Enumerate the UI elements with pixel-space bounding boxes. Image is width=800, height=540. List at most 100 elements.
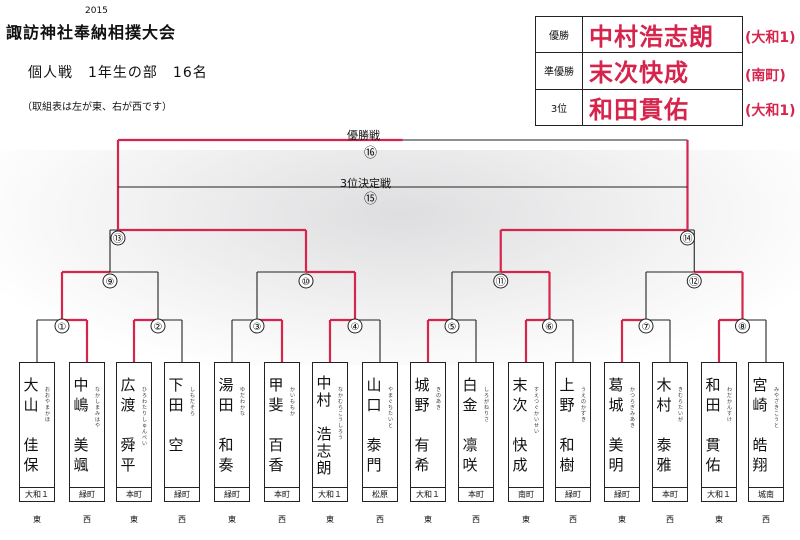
player-side: 西 (762, 515, 770, 524)
player-name: 末次 快成 (512, 376, 528, 474)
player-box: 末次 快成すえつぐかいせい南町 (508, 362, 544, 502)
player-school: 緑町 (605, 487, 639, 501)
player-name: 中嶋 美颯 (73, 376, 89, 474)
player-school: 緑町 (215, 487, 249, 501)
runnerup-school: (南町) (745, 68, 786, 84)
player-side: 西 (178, 515, 186, 524)
player-furigana: きのあき (436, 387, 442, 411)
player-furigana: おおやまかほ (45, 387, 51, 423)
match-number-8: ⑧ (735, 318, 750, 334)
player-school: 大和１ (411, 487, 445, 501)
match-number-9: ⑨ (102, 273, 118, 289)
match-number-4: ④ (347, 318, 363, 334)
match-number-13: ⑬ (110, 230, 126, 246)
player-side: 東 (228, 515, 236, 524)
player-side: 西 (666, 515, 674, 524)
player-side: 東 (522, 515, 530, 524)
third-name: 和田貫佑 (582, 88, 743, 127)
player-furigana: きむらたいが (678, 387, 684, 423)
player-box: 白金 凛咲しろがねりさ本町 (458, 362, 494, 502)
player-furigana: しもだそら (190, 387, 196, 417)
winner-name: 中村浩志朗 (582, 15, 743, 54)
third-school: (大和1) (745, 103, 796, 119)
player-box: 葛城 美明かつらぎみあき緑町 (604, 362, 640, 502)
player-name: 甲斐 百香 (268, 376, 284, 474)
player-name: 上野 和樹 (559, 376, 575, 474)
svg-text:⑦: ⑦ (642, 322, 651, 333)
player-school: 本町 (459, 487, 493, 501)
player-school: 本町 (265, 487, 299, 501)
third-place-match-number: ⑮ (364, 192, 378, 207)
player-school: 本町 (117, 487, 151, 501)
rank-label: 3位 (535, 88, 583, 127)
runnerup-name: 末次快成 (582, 52, 743, 90)
player-name: 木村 泰雅 (656, 376, 672, 474)
svg-text:⑭: ⑭ (683, 233, 693, 245)
svg-text:⑨: ⑨ (106, 277, 115, 288)
match-number-3: ③ (249, 318, 265, 334)
player-side: 東 (326, 515, 334, 524)
player-school: 緑町 (70, 487, 104, 501)
svg-text:⑬: ⑬ (113, 233, 123, 245)
final-label: 優勝戦 (347, 129, 380, 142)
svg-text:⑥: ⑥ (545, 322, 554, 333)
player-box: 宮崎 皓翔みやざきこうと城南 (748, 362, 784, 502)
results-row-3rd: 3位 和田貫佑 (535, 88, 743, 127)
player-box: 中嶋 美颯なかしまみはや緑町 (69, 362, 105, 502)
player-school: 緑町 (165, 487, 199, 501)
final-match-number: ⑯ (364, 146, 378, 161)
player-name: 下田 空 (168, 376, 184, 454)
year-label: 2015 (85, 6, 108, 16)
player-name: 白金 凛咲 (462, 376, 478, 474)
player-side: 西 (83, 515, 91, 524)
player-furigana: みやざきこうと (774, 387, 780, 429)
player-box: 広渡 舜平ひろわたりしゅんぺい本町 (116, 362, 152, 502)
player-side: 東 (424, 515, 432, 524)
svg-text:④: ④ (351, 322, 360, 333)
player-furigana: わだかんすけ (727, 387, 733, 423)
player-box: 和田 貫佑わだかんすけ大和１ (701, 362, 737, 502)
division-title: 個人戦 1年生の部 16名 (28, 65, 208, 81)
results-table: 優勝 中村浩志朗 準優勝 末次快成 3位 和田貫佑 (535, 15, 743, 127)
player-box: 城野 有希きのあき大和１ (410, 362, 446, 502)
player-furigana: やまぐちたいと (388, 387, 394, 429)
results-row-1st: 優勝 中村浩志朗 (535, 15, 743, 54)
player-name: 山口 泰門 (366, 376, 382, 474)
player-name: 広渡 舜平 (120, 376, 136, 474)
svg-text:③: ③ (253, 322, 262, 333)
player-school: 大和１ (313, 487, 347, 501)
svg-text:⑫: ⑫ (689, 276, 699, 288)
rank-label: 準優勝 (535, 52, 583, 90)
player-school: 大和１ (20, 487, 54, 501)
svg-text:⑪: ⑪ (496, 276, 506, 288)
player-furigana: うえのかずき (581, 387, 587, 423)
player-box: 湯田 和奏ゆだわかな緑町 (214, 362, 250, 502)
player-side: 東 (715, 515, 723, 524)
player-school: 本町 (653, 487, 687, 501)
svg-text:①: ① (58, 322, 67, 333)
player-school: 緑町 (556, 487, 590, 501)
svg-text:⑤: ⑤ (448, 322, 457, 333)
player-side: 西 (569, 515, 577, 524)
player-furigana: すえつぐかいせい (534, 387, 540, 435)
player-box: 中村 浩志朗なかむらこうしろう大和１ (312, 362, 348, 502)
match-number-5: ⑤ (444, 318, 460, 334)
match-number-12: ⑫ (686, 273, 702, 289)
rank-label: 優勝 (535, 15, 583, 54)
player-name: 中村 浩志朗 (316, 374, 332, 477)
player-furigana: かつらぎみあき (630, 387, 636, 429)
player-name: 城野 有希 (414, 376, 430, 474)
player-furigana: ゆだわかな (240, 387, 246, 417)
svg-text:⑧: ⑧ (738, 322, 747, 333)
player-side: 東 (130, 515, 138, 524)
player-box: 山口 泰門やまぐちたいと松原 (362, 362, 398, 502)
player-box: 甲斐 百香かいももか本町 (264, 362, 300, 502)
match-number-10: ⑩ (298, 273, 314, 289)
player-school: 松原 (363, 487, 397, 501)
player-side: 西 (278, 515, 286, 524)
player-school: 南町 (509, 487, 543, 501)
player-box: 上野 和樹うえのかずき緑町 (555, 362, 591, 502)
player-furigana: ひろわたりしゅんぺい (142, 387, 148, 447)
player-name: 大山 佳保 (23, 376, 39, 474)
